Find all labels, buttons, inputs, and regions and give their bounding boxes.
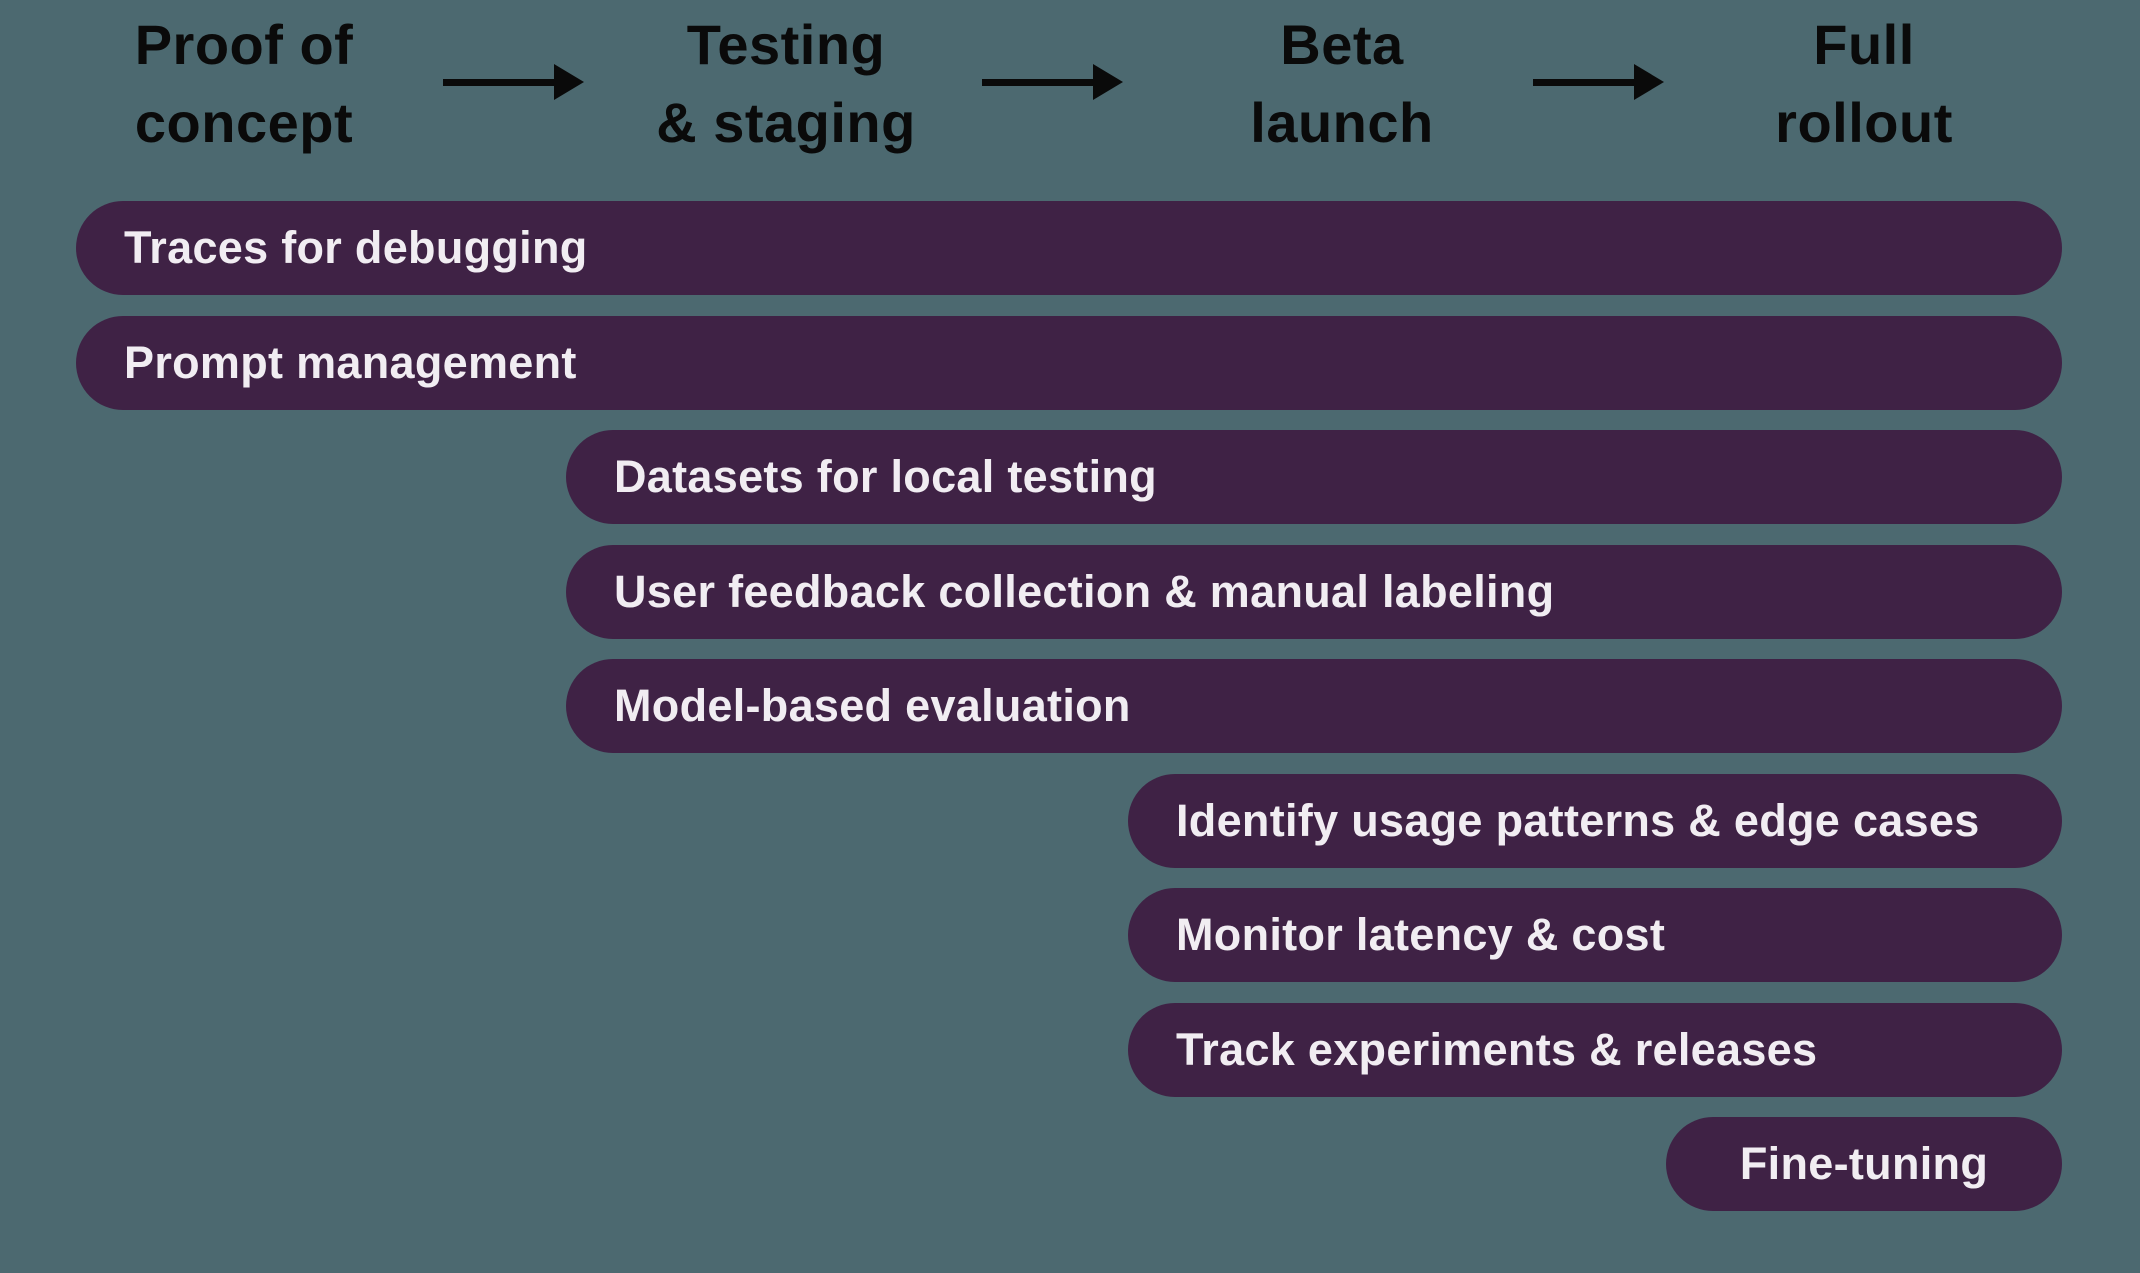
arrow-right-icon — [443, 64, 584, 100]
stage-header-line1: Proof of — [134, 13, 354, 76]
stage-header-full-rollout: Full rollout — [1654, 6, 2074, 162]
arrow-shaft — [982, 78, 1097, 86]
arrow-right-icon — [1533, 64, 1664, 100]
bar-track-experiments-releases: Track experiments & releases — [1128, 1003, 2062, 1097]
stage-header-line1: Full — [1813, 13, 1915, 76]
bar-monitor-latency-cost: Monitor latency & cost — [1128, 888, 2062, 982]
stage-header-line2: & staging — [656, 91, 916, 154]
stage-header-beta-launch: Beta launch — [1132, 6, 1552, 162]
bar-label: User feedback collection & manual labeli… — [614, 566, 1555, 617]
arrow-head — [1634, 64, 1664, 100]
arrow-shaft — [1533, 78, 1638, 86]
bar-fine-tuning: Fine-tuning — [1666, 1117, 2062, 1211]
arrow-shaft — [443, 78, 558, 86]
stage-header-line1: Beta — [1280, 13, 1404, 76]
bar-label: Identify usage patterns & edge cases — [1176, 795, 1980, 846]
bar-label: Prompt management — [124, 337, 577, 388]
bar-label: Datasets for local testing — [614, 451, 1157, 502]
stage-header-line2: rollout — [1775, 91, 1953, 154]
stage-header-line2: launch — [1250, 91, 1434, 154]
bar-label: Traces for debugging — [124, 222, 588, 273]
bar-model-based-evaluation: Model-based evaluation — [566, 659, 2062, 753]
bar-datasets-for-local-testing: Datasets for local testing — [566, 430, 2062, 524]
stage-header-line2: concept — [134, 91, 354, 154]
arrow-head — [554, 64, 584, 100]
arrow-head — [1093, 64, 1123, 100]
stage-header-line1: Testing — [686, 13, 886, 76]
bar-identify-usage-patterns: Identify usage patterns & edge cases — [1128, 774, 2062, 868]
bar-label: Model-based evaluation — [614, 680, 1131, 731]
bar-user-feedback-collection: User feedback collection & manual labeli… — [566, 545, 2062, 639]
bar-label: Track experiments & releases — [1176, 1024, 1818, 1075]
stage-header-proof-of-concept: Proof of concept — [34, 6, 454, 162]
bar-label: Monitor latency & cost — [1176, 909, 1666, 960]
bar-traces-for-debugging: Traces for debugging — [76, 201, 2062, 295]
bar-label: Fine-tuning — [1739, 1138, 1989, 1189]
arrow-right-icon — [982, 64, 1123, 100]
bar-prompt-management: Prompt management — [76, 316, 2062, 410]
stage-header-testing-staging: Testing & staging — [576, 6, 996, 162]
